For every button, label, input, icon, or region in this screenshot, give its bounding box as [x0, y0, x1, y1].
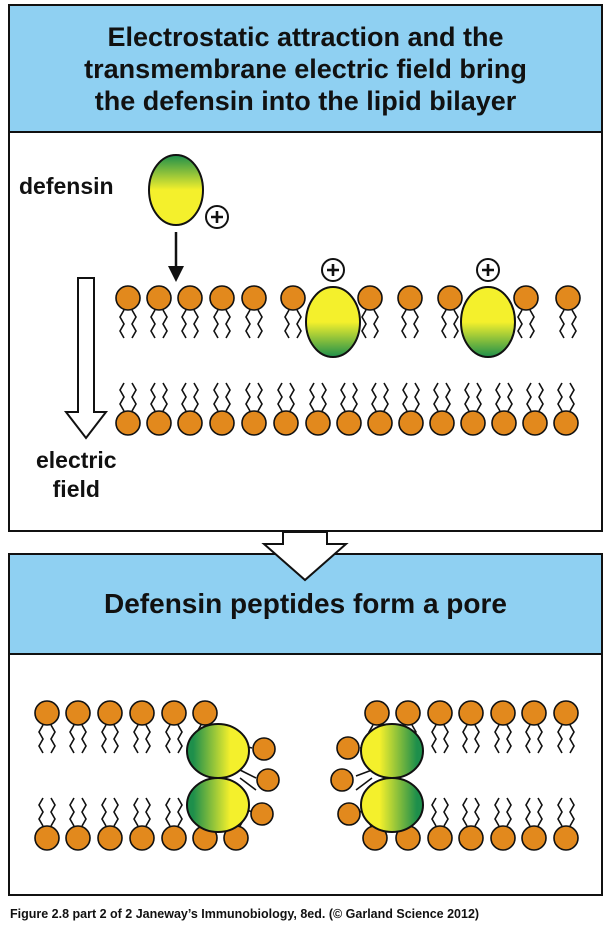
pore-defensin-left-top	[186, 723, 250, 779]
panel-1-title-line-1: Electrostatic attraction and the	[107, 21, 504, 52]
defensin-free	[148, 154, 204, 226]
panel-1-title-line-2: transmembrane electric field bring	[84, 53, 527, 84]
defensin-inserted-2	[460, 286, 516, 358]
pore-defensin-left-bottom	[186, 777, 250, 833]
panel-2-header: Defensin peptides form a pore	[10, 555, 601, 655]
plus-charge-icon	[204, 204, 230, 230]
panel-2-title: Defensin peptides form a pore	[104, 588, 507, 619]
plus-charge-icon	[320, 257, 346, 283]
plus-charge-icon	[475, 257, 501, 283]
defensin-inserted-1	[305, 286, 361, 358]
panel-1-header: Electrostatic attraction and the transme…	[10, 6, 601, 133]
electric-field-arrow-icon	[63, 277, 109, 440]
electric-field-label-line-1: electric	[36, 447, 117, 473]
pore-defensin-right-bottom	[360, 777, 424, 833]
panel-1-title-line-3: the defensin into the lipid bilayer	[94, 85, 517, 116]
figure-caption: Figure 2.8 part 2 of 2 Janeway’s Immunob…	[10, 907, 480, 921]
panel-membrane-insertion: Electrostatic attraction and the transme…	[8, 4, 603, 532]
transition-arrow-icon	[261, 531, 349, 582]
bilayer-bottom-leaflet	[115, 382, 579, 436]
defensin-label: defensin	[19, 173, 114, 199]
down-arrow-icon	[168, 232, 184, 282]
pore-defensin-right-top	[360, 723, 424, 779]
electric-field-label: electric field	[36, 446, 117, 504]
electric-field-label-line-2: field	[52, 476, 100, 502]
pore-right-lining-lipids	[330, 736, 375, 826]
